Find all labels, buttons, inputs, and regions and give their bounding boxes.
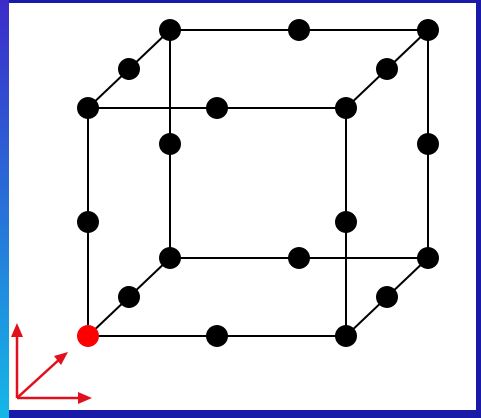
lattice-node	[77, 211, 99, 233]
lattice-node	[118, 58, 140, 80]
lattice-node	[335, 211, 357, 233]
bottom-border	[9, 410, 481, 418]
left-gradient-stripe	[0, 0, 9, 418]
lattice-edges	[87, 29, 429, 337]
lattice-node	[118, 286, 140, 308]
lattice-node	[77, 97, 99, 119]
lattice-node	[159, 133, 181, 155]
lattice-node	[159, 19, 181, 41]
y-axis-arrow-shaft	[16, 356, 63, 399]
lattice-node	[335, 97, 357, 119]
x-axis-arrowhead	[78, 392, 92, 404]
lattice-node	[206, 325, 228, 347]
lattice-node	[376, 58, 398, 80]
top-border	[9, 0, 481, 3]
coordinate-axes	[11, 323, 92, 404]
lattice-node	[159, 247, 181, 269]
lattice-node	[417, 247, 439, 269]
lattice-node	[417, 133, 439, 155]
lattice-node	[376, 286, 398, 308]
lattice-node	[206, 97, 228, 119]
lattice-node	[335, 325, 357, 347]
lattice-node	[417, 19, 439, 41]
lattice-node	[288, 19, 310, 41]
right-border	[476, 0, 481, 418]
origin-node	[77, 325, 99, 347]
y-axis-arrowhead	[54, 352, 68, 365]
z-axis-arrowhead	[11, 323, 23, 337]
lattice-node	[288, 247, 310, 269]
lattice-nodes	[77, 19, 439, 347]
